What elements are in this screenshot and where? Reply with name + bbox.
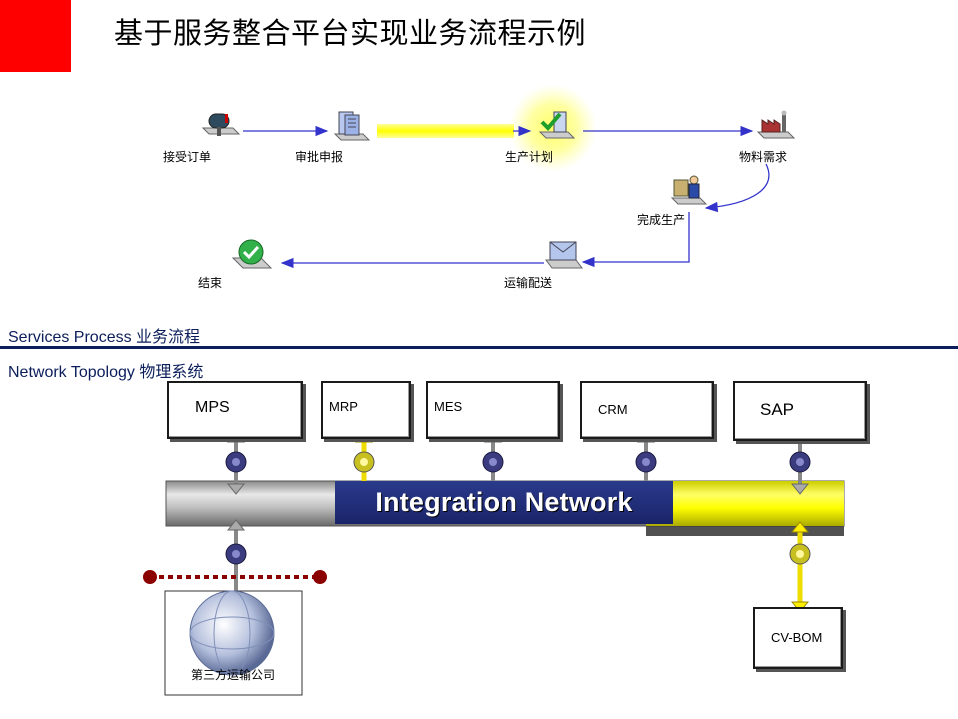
process-flow-diagram xyxy=(201,84,796,269)
envelope-icon xyxy=(545,241,583,269)
router-icon-cvbom xyxy=(789,543,811,565)
plan-highlight-glow xyxy=(509,84,597,172)
node-label-produce: 完成生产 xyxy=(637,213,686,227)
logistics-label: 第三方运输公司 xyxy=(191,668,276,682)
globe-icon xyxy=(189,590,275,676)
system-box-mrp: MRP xyxy=(321,381,411,439)
arrow-produce-ship xyxy=(581,212,690,268)
integration-pipe-highlight xyxy=(646,481,844,526)
firewall-end-right xyxy=(313,570,327,584)
brand-red-block xyxy=(0,0,71,72)
section-label-services-process: Services Process 业务流程 xyxy=(8,329,201,346)
system-box-crm: CRM xyxy=(580,381,714,439)
firewall-end-left xyxy=(143,570,157,584)
documents-icon xyxy=(333,111,371,141)
system-box-sap: SAP xyxy=(733,381,867,441)
node-label-end: 结束 xyxy=(198,276,223,290)
router-icon-mps xyxy=(225,451,247,473)
system-label-crm: CRM xyxy=(598,402,628,417)
router-icon-crm xyxy=(635,451,657,473)
system-label-sap: SAP xyxy=(760,400,795,419)
arrow-material-produce xyxy=(704,163,770,213)
page-title: 基于服务整合平台实现业务流程示例 xyxy=(114,16,587,50)
system-label-mrp: MRP xyxy=(329,399,358,414)
router-icon-mrp xyxy=(353,451,375,473)
system-label-mps: MPS xyxy=(195,399,230,416)
node-label-plan: 生产计划 xyxy=(505,150,554,164)
pipe-shadow xyxy=(646,526,844,536)
mailbox-icon xyxy=(201,113,241,136)
system-box-mes: MES xyxy=(426,381,560,439)
green-check-icon xyxy=(231,239,273,269)
system-box-mps: MPS xyxy=(167,381,303,439)
factory-icon xyxy=(756,110,796,139)
router-icon-logistics xyxy=(225,543,247,565)
checkmark-plan-icon xyxy=(538,111,576,139)
router-icon-mes xyxy=(482,451,504,473)
cvbom-label: CV-BOM xyxy=(771,630,823,645)
section-label-network-topology: Network Topology 物理系统 xyxy=(8,364,204,381)
system-label-mes: MES xyxy=(434,399,463,414)
worker-icon xyxy=(670,175,708,205)
highlighted-connector xyxy=(377,124,514,138)
node-label-ship: 运输配送 xyxy=(504,276,553,290)
router-icon-sap xyxy=(789,451,811,473)
cvbom-box: CV-BOM xyxy=(753,607,843,669)
integration-network-label: Integration Network xyxy=(335,481,673,524)
node-label-material: 物料需求 xyxy=(739,150,788,164)
section-divider xyxy=(0,346,958,349)
node-label-approve: 审批申报 xyxy=(295,150,344,164)
node-label-receive: 接受订单 xyxy=(163,150,212,164)
